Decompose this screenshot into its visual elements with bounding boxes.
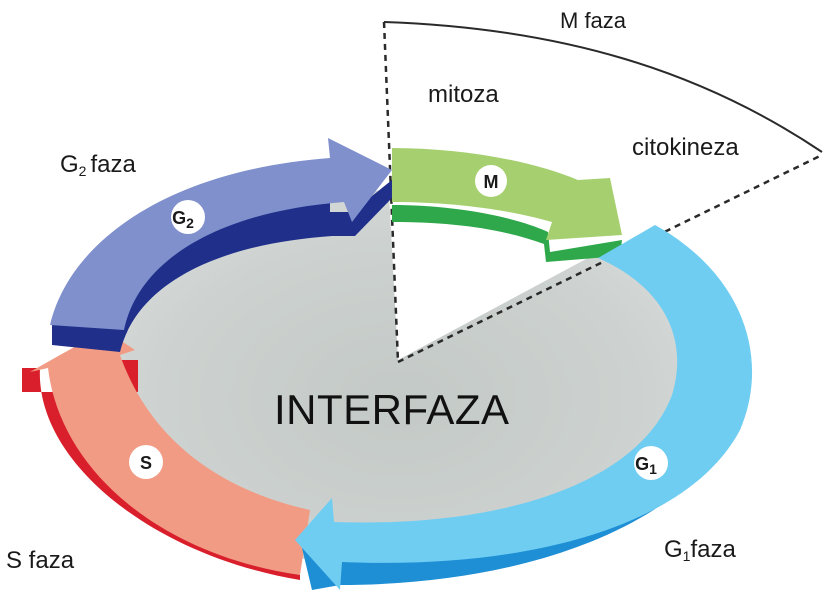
g1-faza-label: G1faza	[664, 536, 736, 564]
g2-phase-arrow-top	[50, 138, 392, 330]
m-badge-text: M	[484, 172, 499, 192]
g2-phase-arrow-side	[52, 180, 392, 352]
citokineza-label: citokineza	[632, 134, 739, 161]
g2-phase-arrow	[50, 138, 392, 352]
g1-badge: G1	[634, 446, 668, 480]
m-phase-arrow-side	[392, 205, 622, 262]
m-badge: M	[475, 165, 507, 197]
g1-badge-circle	[634, 446, 668, 480]
m-phase-arrow-top	[392, 148, 622, 240]
s-badge-text: S	[140, 453, 152, 473]
m-phase-arrow	[392, 148, 622, 262]
g2-badge-text: G2	[172, 208, 194, 231]
s-phase-arrow-top	[30, 330, 310, 575]
g2-badge-circle	[171, 200, 205, 234]
m-phase-outer-arc	[383, 21, 823, 153]
mitoza-label: mitoza	[428, 81, 499, 108]
g1-badge-text: G1	[635, 454, 657, 477]
s-faza-label: S faza	[6, 547, 75, 574]
m-badge-circle	[475, 165, 507, 197]
m-faza-label: M faza	[560, 8, 627, 33]
g1-phase-arrow	[295, 225, 753, 590]
interphase-title: INTERFAZA	[274, 386, 510, 433]
s-badge-circle	[129, 445, 163, 479]
g1-phase-arrow-top	[295, 225, 753, 590]
interphase-disc	[115, 190, 685, 570]
s-badge: S	[129, 445, 163, 479]
g2-badge: G2	[171, 200, 205, 234]
